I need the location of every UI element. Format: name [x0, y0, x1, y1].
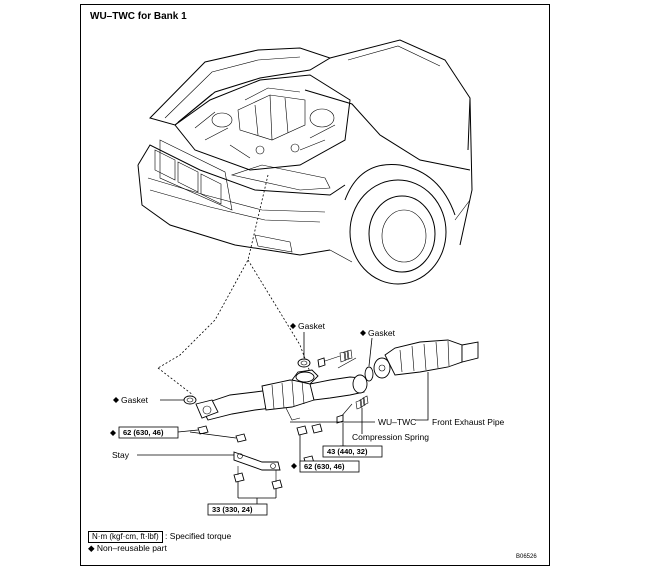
lower-bolts-springs — [336, 395, 369, 424]
diagram-frame — [80, 4, 550, 566]
wu-twc-label: WU–TWC — [378, 417, 416, 427]
legend: N·m (kgf·cm, ft·lbf) : Specified torque … — [88, 530, 231, 554]
stay-bolt-right — [271, 479, 283, 490]
upper-bolts-springs — [317, 349, 357, 369]
wu-twc-assembly — [195, 369, 368, 421]
gasket-right-label: Gasket — [368, 328, 396, 338]
nonreusable-desc: Non–reusable part — [96, 543, 167, 553]
torque-stay-value: 33 (330, 24) — [212, 505, 253, 514]
torque-spring-value: 43 (440, 32) — [327, 447, 368, 456]
gasket-left-part — [183, 395, 197, 405]
torque-left-value: 62 (630, 46) — [123, 428, 164, 437]
torque-box-mid — [299, 460, 360, 473]
torque-box-left — [118, 426, 179, 439]
legend-nonreusable-row: ◆ Non–reusable part — [88, 542, 231, 554]
nonreusable-symbol: ◆ — [88, 543, 95, 553]
left-nuts — [197, 425, 247, 443]
torque-box-spring — [322, 445, 383, 458]
nonreusable-marker — [290, 323, 296, 329]
gasket-top-label: Gasket — [298, 321, 326, 331]
diagram-title: WU–TWC for Bank 1 — [90, 11, 187, 22]
car-illustration — [137, 39, 473, 285]
torque-box-stay — [207, 503, 268, 516]
front-exhaust-pipe-label: Front Exhaust Pipe — [432, 417, 505, 427]
stay-label: Stay — [112, 450, 130, 460]
stay-bolt-left — [233, 472, 245, 483]
gasket-right-part — [364, 366, 374, 382]
mid-nuts — [296, 423, 323, 466]
nonreusable-marker — [113, 397, 119, 403]
gasket-top-part — [297, 358, 311, 368]
torque-mid-value: 62 (630, 46) — [304, 462, 345, 471]
gasket-left-label: Gasket — [121, 395, 149, 405]
stay-bracket — [233, 451, 281, 471]
figure-code: B06526 — [516, 554, 537, 560]
legend-torque-row: N·m (kgf·cm, ft·lbf) : Specified torque — [88, 530, 232, 543]
torque-unit-desc: : Specified torque — [165, 531, 232, 541]
nonreusable-marker — [360, 330, 366, 336]
front-exhaust-pipe — [373, 339, 479, 379]
nonreusable-marker — [110, 430, 116, 436]
nonreusable-marker — [291, 463, 297, 469]
compression-spring-label: Compression Spring — [352, 432, 429, 442]
